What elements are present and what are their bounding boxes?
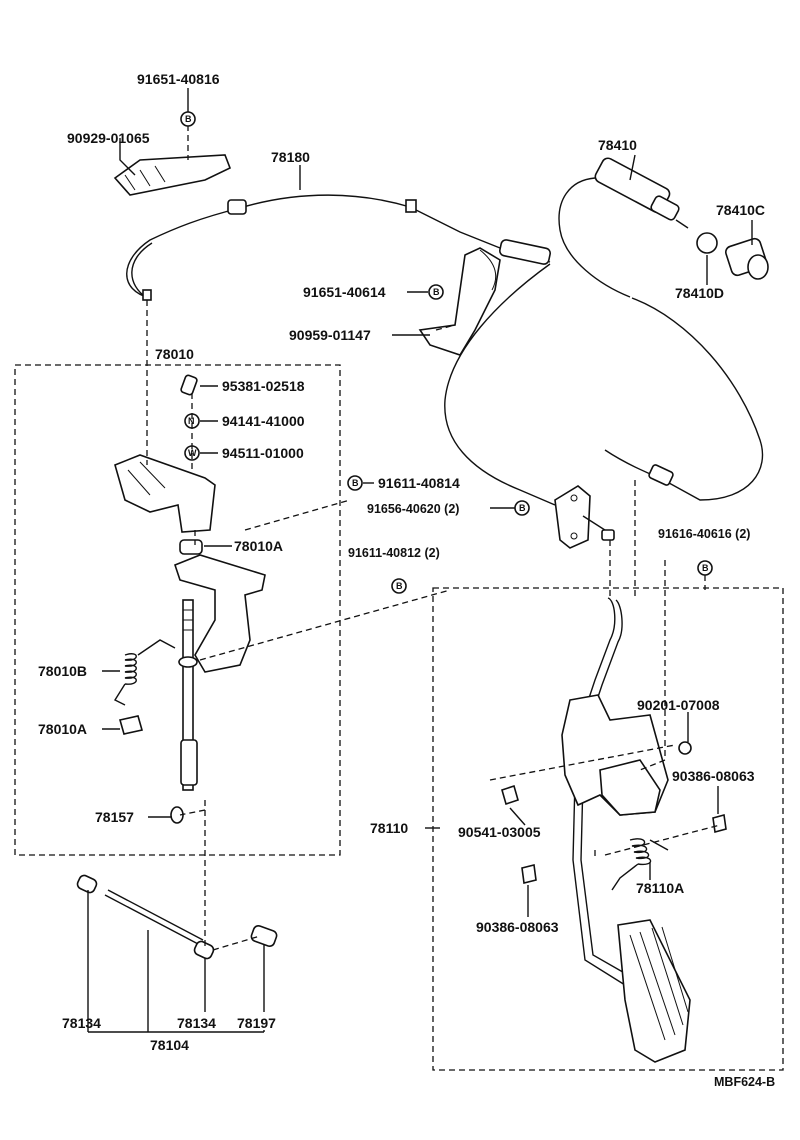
diagram-id: MBF624-B	[714, 1075, 775, 1089]
svg-text:B: B	[702, 563, 709, 573]
label-91616-40616: 91616-40616 (2)	[658, 527, 750, 541]
label-78134-right: 78134	[177, 1015, 216, 1031]
bracket-90929-icon	[113, 154, 232, 196]
svg-text:B: B	[352, 478, 359, 488]
svg-text:B: B	[433, 287, 440, 297]
throttle-cable	[126, 194, 556, 506]
label-90541-03005: 90541-03005	[458, 824, 541, 840]
label-78410: 78410	[598, 137, 637, 153]
cable-clamp-91656-icon	[554, 485, 615, 549]
label-78010a-bottom: 78010A	[38, 721, 87, 737]
label-78410c: 78410C	[716, 202, 765, 218]
screw-95381-icon	[180, 374, 198, 396]
label-78104: 78104	[150, 1037, 189, 1053]
assembly-78110-box	[432, 587, 784, 1071]
label-91611-40812: 91611-40812 (2)	[348, 546, 440, 560]
accelerator-pedal-78110-icon	[561, 597, 691, 1063]
label-78180: 78180	[271, 149, 310, 165]
label-91611-40814: 91611-40814	[378, 475, 460, 491]
label-78010: 78010	[155, 346, 194, 362]
bracket-90959-icon	[418, 247, 501, 356]
label-78110: 78110	[370, 820, 408, 836]
label-90386-08063-upper: 90386-08063	[672, 768, 755, 784]
svg-text:N: N	[188, 416, 195, 426]
label-78010b: 78010B	[38, 663, 87, 679]
svg-text:B: B	[185, 114, 192, 124]
clip-90201-icon	[678, 741, 692, 755]
label-95381-02518: 95381-02518	[222, 378, 305, 394]
label-94511-01000: 94511-01000	[222, 445, 304, 461]
washer-78010a-lower-icon	[118, 715, 144, 735]
label-78134-left: 78134	[62, 1015, 101, 1031]
svg-text:B: B	[519, 503, 526, 513]
label-94141-41000: 94141-41000	[222, 413, 305, 429]
spring-78110a-icon	[611, 838, 669, 891]
bolt-marker-91616-40616: B	[697, 560, 713, 576]
label-78110a: 78110A	[636, 880, 684, 896]
knob-78410c-icon	[725, 237, 769, 280]
spring-78010b-icon	[113, 639, 176, 706]
svg-text:B: B	[396, 581, 403, 591]
part-labels: 91651-40816 90929-01065 78180 78410 7841…	[38, 71, 775, 1089]
label-91651-40614: 91651-40614	[303, 284, 386, 300]
label-78157: 78157	[95, 809, 134, 825]
washer-78010a-icon	[179, 539, 203, 555]
bolt-marker-91651-40614: B	[428, 284, 444, 300]
nut-90386-lower-icon	[521, 864, 537, 884]
bolt-marker-91611-40812: B	[391, 578, 407, 594]
leader-lines	[87, 88, 753, 1033]
label-91651-40816: 91651-40816	[137, 71, 220, 87]
throttle-shaft-icon	[174, 554, 266, 791]
label-91656-40620: 91656-40620 (2)	[367, 502, 459, 516]
label-90959-01147: 90959-01147	[289, 327, 371, 343]
bolt-marker-91656-40620: B	[514, 500, 530, 516]
label-90929-01065: 90929-01065	[67, 130, 150, 146]
label-90201-07008: 90201-07008	[637, 697, 720, 713]
dashed-leaders	[146, 125, 721, 951]
label-78197: 78197	[237, 1015, 276, 1031]
nut-90386-upper-icon	[712, 813, 727, 834]
accelerator-cable	[558, 157, 769, 501]
throttle-lever-78010-icon	[114, 454, 216, 533]
bolt-marker-91651-40816: B	[180, 111, 196, 127]
assembly-78010-box	[14, 364, 341, 856]
label-78010a-top: 78010A	[234, 538, 283, 554]
pivot-rod-78104-icon	[76, 874, 278, 960]
label-90386-08063-lower: 90386-08063	[476, 919, 559, 935]
bolt-marker-91611-40814: B	[347, 475, 363, 491]
stopper-90541-icon	[501, 784, 519, 806]
label-78410d: 78410D	[675, 285, 724, 301]
